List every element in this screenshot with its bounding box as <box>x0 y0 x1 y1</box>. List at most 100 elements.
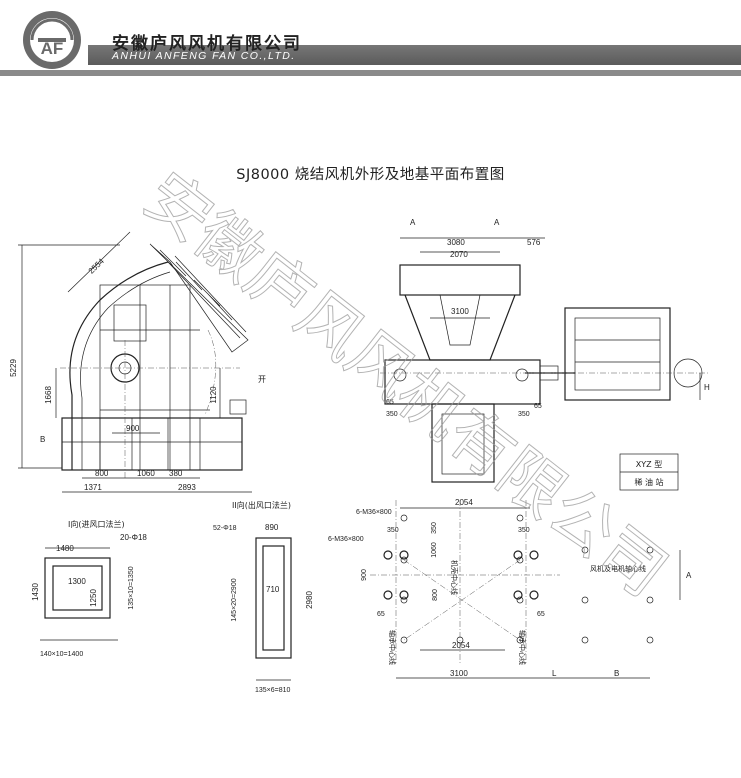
outlet-flange-inner <box>262 545 285 651</box>
svg-text:52-Φ18: 52-Φ18 <box>213 525 237 532</box>
bolt-hole <box>400 636 408 644</box>
watermark: 安徽庐风风机有限公司 <box>130 159 681 612</box>
anchor-bolt <box>529 590 539 600</box>
svg-text:3100: 3100 <box>451 307 469 316</box>
svg-text:A: A <box>494 218 500 227</box>
svg-text:II向(出风口法兰): II向(出风口法兰) <box>232 500 291 510</box>
svg-text:稀 油 站: 稀 油 站 <box>634 477 663 487</box>
outlet-chute <box>431 403 495 483</box>
bolt-hole <box>400 514 408 522</box>
anchor-bolt <box>513 590 523 600</box>
svg-text:1120: 1120 <box>209 386 218 404</box>
company-name-en: ANHUI ANFENG FAN CO.,LTD. <box>112 50 296 62</box>
svg-text:800: 800 <box>95 469 109 478</box>
bolt-hole <box>516 636 524 644</box>
svg-text:1668: 1668 <box>44 386 53 404</box>
outlet-flange-outer <box>255 537 292 659</box>
company-logo-icon: AF <box>23 11 81 69</box>
svg-text:2554: 2554 <box>87 256 106 275</box>
svg-text:65: 65 <box>386 399 394 406</box>
access-door <box>113 304 147 342</box>
svg-text:1430: 1430 <box>31 583 40 601</box>
anchor-bolt <box>529 550 539 560</box>
svg-text:风机及电机轴心线: 风机及电机轴心线 <box>590 564 646 573</box>
svg-text:机壳中心线: 机壳中心线 <box>450 560 459 595</box>
svg-text:2054: 2054 <box>452 641 470 650</box>
svg-text:L: L <box>552 669 557 678</box>
casing-outline <box>69 261 169 470</box>
svg-text:AF: AF <box>41 39 64 58</box>
svg-text:20-Φ18: 20-Φ18 <box>120 533 147 542</box>
svg-text:350: 350 <box>431 522 438 534</box>
svg-text:350: 350 <box>386 411 398 418</box>
foundation-plan: 2054 6-M36×800 6-M36×800 350 350 1060 35… <box>328 498 692 679</box>
anchor-bolt <box>383 590 393 600</box>
svg-text:轴承中心线: 轴承中心线 <box>388 630 397 665</box>
outlet-duct <box>149 243 249 353</box>
svg-text:安徽庐风风机有限公司: 安徽庐风风机有限公司 <box>130 159 680 611</box>
header-rule <box>0 70 741 76</box>
svg-text:380: 380 <box>169 469 183 478</box>
svg-text:开: 开 <box>258 375 266 384</box>
svg-text:6-M36×800: 6-M36×800 <box>328 536 364 543</box>
svg-text:5229: 5229 <box>9 359 18 377</box>
svg-text:65: 65 <box>377 611 385 618</box>
company-header: AF 安徽庐风风机有限公司 ANHUI ANFENG FAN CO.,LTD. <box>0 0 741 78</box>
base-frame <box>61 417 243 471</box>
svg-text:800: 800 <box>432 589 439 601</box>
svg-text:1480: 1480 <box>56 544 74 553</box>
svg-text:B: B <box>614 669 619 678</box>
svg-text:3100: 3100 <box>450 669 468 678</box>
svg-text:1300: 1300 <box>68 577 86 586</box>
svg-text:900: 900 <box>361 569 368 581</box>
motor <box>564 307 671 401</box>
bolt-hole <box>516 556 524 564</box>
svg-text:2980: 2980 <box>305 591 314 609</box>
svg-text:A: A <box>686 571 692 580</box>
outlet-flange-view: II向(出风口法兰) 52-Φ18 890 145×20=2900 710 29… <box>213 500 314 694</box>
svg-text:900: 900 <box>126 424 140 433</box>
anchor-bolt <box>399 550 409 560</box>
bolt-hole <box>516 514 524 522</box>
svg-text:6-M36×800: 6-M36×800 <box>356 509 392 516</box>
svg-text:65: 65 <box>534 403 542 410</box>
svg-text:I向(进风口法兰): I向(进风口法兰) <box>68 519 125 529</box>
company-name-cn: 安徽庐风风机有限公司 <box>112 34 302 54</box>
bolt-hole <box>400 596 408 604</box>
inlet-flange-outer <box>44 557 111 619</box>
svg-text:轴承中心线: 轴承中心线 <box>518 630 527 665</box>
svg-text:2893: 2893 <box>178 483 196 492</box>
front-view: 3080 2070 576 A A 3100 H 65 350 65 350 <box>380 218 710 483</box>
svg-text:1371: 1371 <box>84 483 102 492</box>
svg-text:135×6=810: 135×6=810 <box>255 687 291 694</box>
anchor-bolt <box>383 550 393 560</box>
svg-text:140×10=1400: 140×10=1400 <box>40 651 83 658</box>
svg-text:135×10=1350: 135×10=1350 <box>128 566 135 609</box>
svg-text:1250: 1250 <box>89 589 98 607</box>
header-band <box>88 45 741 65</box>
fan-top-housing <box>399 264 521 296</box>
svg-text:1060: 1060 <box>431 542 438 558</box>
motor-box <box>229 399 247 415</box>
oil-station-box: XYZ 型 稀 油 站 <box>619 453 679 491</box>
svg-text:350: 350 <box>518 411 530 418</box>
svg-text:3080: 3080 <box>447 238 465 247</box>
svg-text:65: 65 <box>537 611 545 618</box>
inlet-flange-view: I向(进风口法兰) 1480 20-Φ18 1300 1430 1250 135… <box>31 519 147 658</box>
bolt-hole <box>400 556 408 564</box>
svg-text:B: B <box>40 435 45 444</box>
svg-text:XYZ 型: XYZ 型 <box>636 460 662 469</box>
bolt-hole <box>516 596 524 604</box>
svg-text:A: A <box>410 218 416 227</box>
inlet-flange-inner <box>52 565 103 611</box>
svg-text:710: 710 <box>266 585 280 594</box>
svg-text:H: H <box>704 383 710 392</box>
anchor-bolt <box>399 590 409 600</box>
svg-text:350: 350 <box>518 527 530 534</box>
svg-text:890: 890 <box>265 523 279 532</box>
svg-text:1060: 1060 <box>137 469 155 478</box>
svg-text:350: 350 <box>387 527 399 534</box>
svg-text:576: 576 <box>527 238 541 247</box>
svg-text:2070: 2070 <box>450 250 468 259</box>
